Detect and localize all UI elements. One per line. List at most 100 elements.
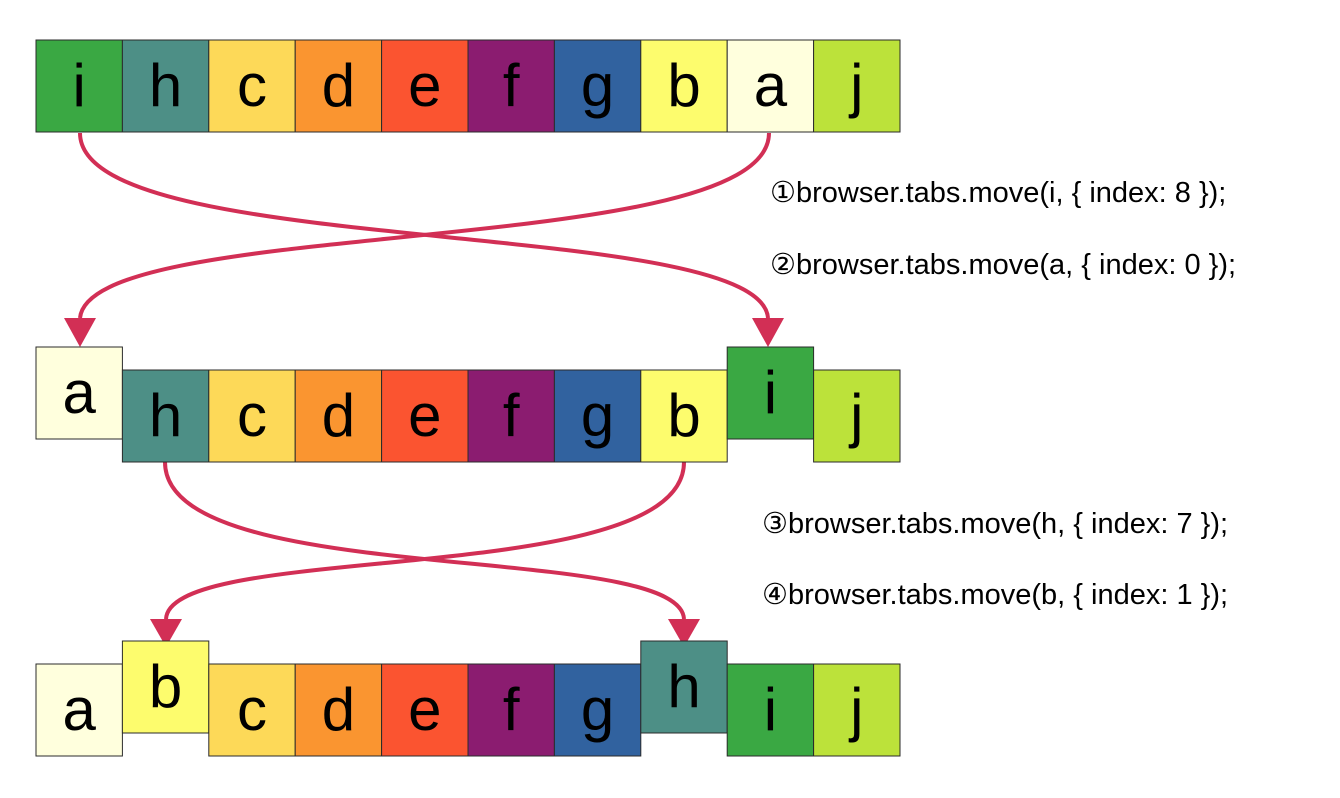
tab-box (121, 369, 210, 463)
tab-box (467, 39, 555, 133)
tab-i: i (726, 663, 815, 757)
tab-e: e (381, 369, 469, 463)
tab-label: c (237, 52, 267, 119)
tab-box (726, 39, 815, 133)
move-arrow-a (78, 132, 771, 319)
tab-label: d (322, 52, 355, 119)
tab-b: b (121, 640, 210, 734)
tab-box (121, 640, 210, 734)
tab-label: i (764, 676, 777, 743)
tab-f: f (467, 39, 555, 133)
arrowhead-i (752, 318, 784, 347)
arrowhead-a (64, 318, 96, 347)
tab-box (294, 369, 383, 463)
tab-f: f (467, 369, 555, 463)
tab-label: h (149, 52, 182, 119)
tab-g: g (553, 39, 642, 133)
tab-label: g (581, 676, 614, 743)
tab-label: d (322, 382, 355, 449)
tab-label: h (667, 653, 700, 720)
tab-label: b (667, 382, 700, 449)
tab-h: h (121, 369, 210, 463)
tab-d: d (294, 663, 383, 757)
tab-label: e (408, 52, 441, 119)
step-1-code: ①browser.tabs.move(i, { index: 8 }); (770, 177, 1226, 209)
tab-box (813, 369, 901, 463)
tab-box (35, 346, 123, 440)
tab-g: g (553, 663, 642, 757)
step-3-code: ③browser.tabs.move(h, { index: 7 }); (762, 508, 1228, 540)
tab-box (121, 39, 210, 133)
tab-j: j (813, 39, 901, 133)
tab-h: h (640, 640, 728, 734)
tab-label: c (237, 676, 267, 743)
tab-box (208, 663, 296, 757)
move-arrow-i (78, 132, 770, 319)
step-2-code: ②browser.tabs.move(a, { index: 0 }); (770, 249, 1236, 281)
tab-box (813, 663, 901, 757)
move-arrow-b (164, 461, 686, 620)
tab-a: a (35, 663, 123, 757)
tab-box (35, 663, 123, 757)
tab-box (467, 369, 555, 463)
tab-box (208, 39, 296, 133)
tab-g: g (553, 369, 642, 463)
tab-label: i (73, 52, 86, 119)
tab-box (726, 346, 815, 440)
tab-label: e (408, 382, 441, 449)
tab-box (553, 39, 642, 133)
step-4-code: ④browser.tabs.move(b, { index: 1 }); (762, 579, 1228, 611)
tab-box (381, 369, 469, 463)
tab-e: e (381, 663, 469, 757)
tab-i: i (35, 39, 123, 133)
tab-d: d (294, 369, 383, 463)
tab-label: d (322, 676, 355, 743)
tab-label: j (848, 676, 863, 743)
tab-f: f (467, 663, 555, 757)
tab-box (467, 663, 555, 757)
tab-h: h (121, 39, 210, 133)
tab-c: c (208, 39, 296, 133)
tab-label: a (754, 52, 788, 119)
tab-j: j (813, 663, 901, 757)
tab-j: j (813, 369, 901, 463)
arrowhead-b (150, 619, 182, 647)
tab-label: b (149, 653, 182, 720)
tab-label: i (764, 359, 777, 426)
tab-box (35, 39, 123, 133)
tab-label: a (63, 359, 97, 426)
tab-label: a (63, 676, 97, 743)
tab-label: c (237, 382, 267, 449)
tab-box (726, 663, 815, 757)
tab-box (640, 640, 728, 734)
tab-a: a (726, 39, 815, 133)
tab-box (640, 369, 728, 463)
tab-box (553, 369, 642, 463)
tab-label: g (581, 382, 614, 449)
tab-d: d (294, 39, 383, 133)
tab-label: f (503, 382, 520, 449)
tab-a: a (35, 346, 123, 440)
tab-e: e (381, 39, 469, 133)
tab-label: b (667, 52, 700, 119)
tab-box (813, 39, 901, 133)
tab-label: f (503, 52, 520, 119)
tab-box (640, 39, 728, 133)
tab-b: b (640, 369, 728, 463)
tab-b: b (640, 39, 728, 133)
tab-box (381, 663, 469, 757)
arrowhead-h (668, 619, 700, 647)
tab-label: e (408, 676, 441, 743)
tab-box (208, 369, 296, 463)
move-steps: ①browser.tabs.move(i, { index: 8 }); ②br… (762, 177, 1236, 611)
tab-box (294, 663, 383, 757)
tab-label: j (848, 52, 863, 119)
move-arrow-h (163, 461, 686, 620)
tab-label: h (149, 382, 182, 449)
tab-c: c (208, 663, 296, 757)
tab-label: j (848, 382, 863, 449)
